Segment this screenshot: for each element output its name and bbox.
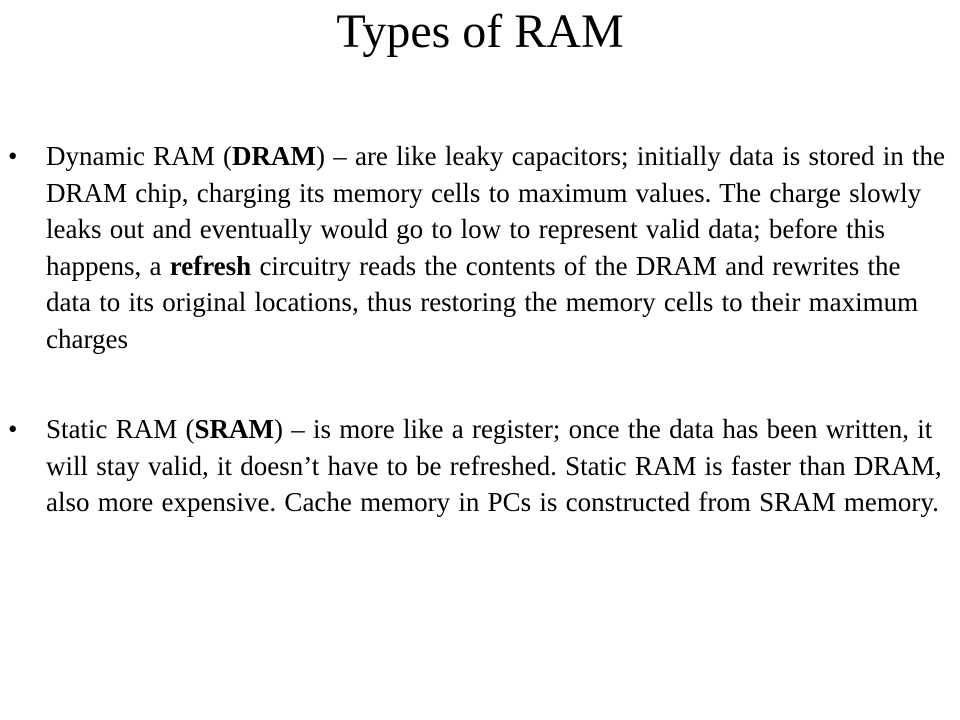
slide-title: Types of RAM bbox=[336, 5, 624, 58]
text-segment: ) – is more like a register; once the da… bbox=[46, 414, 942, 517]
bullet-point-icon: • bbox=[8, 141, 18, 171]
bullet-item-dram: • Dynamic RAM (DRAM) – are like leaky ca… bbox=[0, 138, 946, 357]
bold-term-refresh: refresh bbox=[169, 250, 252, 281]
text-segment: Static RAM ( bbox=[46, 414, 195, 444]
bullet-text: Static RAM (SRAM) – is more like a regis… bbox=[46, 414, 942, 517]
bullet-point-icon: • bbox=[8, 414, 18, 444]
bullet-list: • Dynamic RAM (DRAM) – are like leaky ca… bbox=[0, 138, 960, 521]
bold-term-sram: SRAM bbox=[194, 414, 275, 444]
text-segment: Dynamic RAM ( bbox=[46, 141, 232, 171]
bullet-item-sram: • Static RAM (SRAM) – is more like a reg… bbox=[0, 411, 946, 521]
text-segment: ) – are like leaky capacitors; initially… bbox=[46, 141, 946, 281]
bold-term-dram: DRAM bbox=[231, 141, 316, 171]
bullet-text: Dynamic RAM (DRAM) – are like leaky capa… bbox=[46, 141, 945, 354]
text-segment: circuitry reads the contents of the DRAM… bbox=[46, 250, 919, 354]
